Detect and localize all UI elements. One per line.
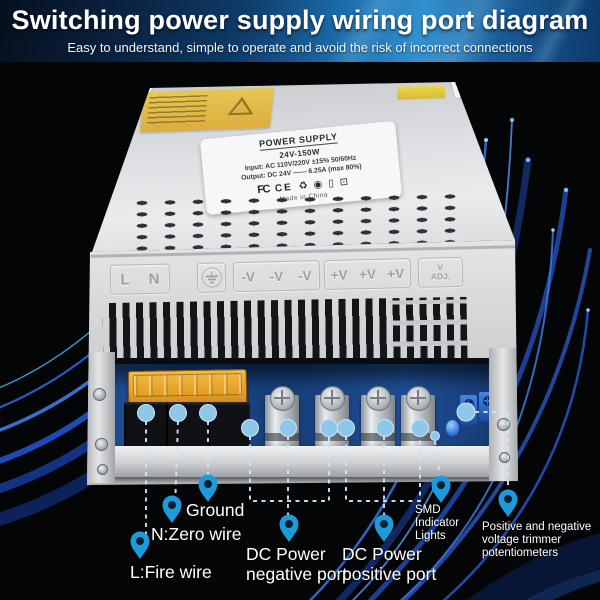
- screw-icon: [499, 452, 510, 463]
- screw-terminal: [315, 386, 349, 447]
- port-label-n: N: [148, 270, 160, 288]
- case-lip-bar: [108, 446, 504, 477]
- screw-icon: [93, 388, 106, 401]
- page-subtitle: Easy to understand, simple to operate an…: [67, 40, 533, 55]
- ac-terminal-block: [124, 402, 250, 448]
- rohs-icon: ◉: [313, 178, 323, 191]
- left-mounting-flange: [87, 352, 115, 483]
- port-label-positive: +V: [330, 266, 348, 283]
- screw-terminal: [265, 386, 299, 447]
- earth-ground-icon: [201, 267, 222, 288]
- case-rail: [450, 82, 462, 99]
- adj-label-adj: ADJ.: [430, 271, 451, 282]
- warning-triangle-icon: [227, 96, 256, 116]
- spec-product-name: POWER SUPPLY: [258, 131, 339, 151]
- warning-label: [139, 87, 275, 133]
- annotation-label-l-fire-wire: L:Fire wire: [130, 562, 212, 582]
- header-banner: Switching power supply wiring port diagr…: [0, 0, 600, 62]
- negative-port-label-box: -V -V -V: [232, 260, 321, 293]
- screw-icon: [320, 386, 345, 411]
- screw-icon: [97, 464, 108, 475]
- warning-text-lines: [146, 94, 208, 128]
- screw-icon: [95, 438, 108, 451]
- ac-port-label-box: L N: [109, 263, 171, 295]
- screw-icon: [497, 418, 510, 431]
- pot-screw-icon: [482, 396, 493, 406]
- port-label-negative: -V: [269, 268, 284, 284]
- voltage-adjust-label-box: V ADJ.: [417, 256, 464, 288]
- port-label-row: L N -V -V -V +V +V +V: [105, 250, 468, 302]
- screw-terminal: [401, 386, 435, 447]
- ground-port-label-box: [196, 262, 227, 293]
- psu-top-panel: POWER SUPPLY 24V-150W Input: AC 110V/220…: [92, 82, 515, 252]
- page-title: Switching power supply wiring port diagr…: [11, 5, 589, 35]
- right-mounting-flange: [489, 348, 518, 481]
- psu-front-panel: L N -V -V -V +V +V +V: [87, 240, 518, 485]
- annotation-label-potentiometers: Positive and negative voltage trimmer po…: [482, 521, 592, 559]
- vent-slot-dividers: [389, 299, 468, 363]
- annotation-label-smd-lights: SMD Indicator Lights: [415, 504, 460, 542]
- screw-icon: [270, 386, 295, 411]
- annotation-label-n-zero-wire: N:Zero wire: [151, 524, 242, 544]
- annotation-label-ground: Ground: [186, 500, 245, 520]
- box-icon: ⊡: [339, 176, 349, 188]
- trimmer-potentiometer: [460, 395, 477, 425]
- annotation-label-dc-negative: DC Power negative port: [246, 544, 348, 584]
- recycle-icon: ♻: [298, 179, 309, 192]
- positive-port-label-box: +V +V +V: [323, 258, 412, 291]
- screw-icon: [406, 386, 431, 411]
- port-label-negative: -V: [297, 267, 312, 284]
- port-label-positive: +V: [358, 266, 377, 282]
- port-label-negative: -V: [241, 269, 256, 285]
- terminal-bay: [95, 358, 509, 450]
- port-label-positive: +V: [387, 265, 405, 282]
- pot-screw-icon: [463, 399, 474, 409]
- screw-icon: [366, 386, 391, 411]
- indicator-led: [446, 420, 459, 436]
- ce-mark: CE: [274, 181, 294, 195]
- screw-terminal: [361, 386, 395, 447]
- annotation-label-dc-positive: DC Power positive port: [342, 544, 437, 584]
- port-label-l: L: [120, 270, 130, 289]
- serial-label: [396, 85, 446, 100]
- weee-bin-icon: ▯: [327, 177, 335, 189]
